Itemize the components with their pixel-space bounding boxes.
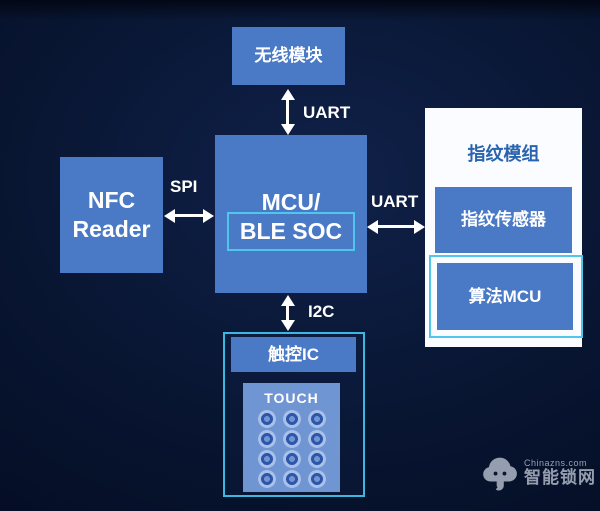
- i2c-label: I2C: [308, 302, 335, 321]
- watermark-brand-name: 智能锁网: [524, 467, 596, 487]
- keypad-ring-icon: [282, 410, 301, 428]
- keypad-ring-icon: [257, 410, 276, 428]
- touch-cluster-frame: 触控IC TOUCH: [223, 332, 365, 497]
- watermark-site-url: Chinazns.com: [524, 457, 588, 468]
- keypad-ring-icon: [282, 430, 301, 448]
- algo-mcu-highlight-frame: 算法MCU: [429, 255, 583, 338]
- touch-ic-box: 触控IC: [231, 337, 356, 372]
- spi-arrow: [175, 214, 203, 217]
- keypad-ring-icon: [307, 450, 326, 468]
- keypad-ring-icon: [257, 430, 276, 448]
- wireless-module-label: 无线模块: [254, 46, 323, 66]
- keypad-row: [257, 410, 326, 428]
- keypad-ring-icon: [282, 470, 301, 488]
- mcu-label: MCU/: [261, 189, 321, 215]
- ble-soc-label: BLE SOC: [239, 218, 343, 245]
- fingerprint-module-title: 指纹模组: [467, 144, 540, 164]
- touch-keypad-grid: [257, 410, 326, 488]
- keypad-ring-icon: [307, 410, 326, 428]
- algo-mcu-label: 算法MCU: [468, 286, 542, 306]
- touch-keypad-title: TOUCH: [264, 390, 319, 406]
- keypad-ring-icon: [307, 470, 326, 488]
- nfc-reader-line2: Reader: [72, 216, 151, 242]
- watermark-text: Chinazns.com 智能锁网: [524, 457, 596, 488]
- i2c-arrow: [286, 306, 289, 320]
- touch-ic-label: 触控IC: [268, 344, 319, 364]
- nfc-reader-line1: NFC: [87, 187, 136, 214]
- keypad-ring-icon: [257, 470, 276, 488]
- spi-label: SPI: [170, 177, 198, 196]
- keypad-row: [257, 450, 326, 468]
- keypad-row: [257, 470, 326, 488]
- touch-keypad: TOUCH: [243, 383, 340, 492]
- keypad-ring-icon: [282, 450, 301, 468]
- nfc-reader-box: NFC Reader: [60, 157, 163, 273]
- keypad-row: [257, 430, 326, 448]
- fingerprint-sensor-box: 指纹传感器: [435, 187, 572, 253]
- mcu-ble-soc-box: MCU/ BLE SOC: [215, 135, 367, 293]
- keypad-ring-icon: [307, 430, 326, 448]
- uart-top-label: UART: [303, 103, 351, 122]
- uart-right-label: UART: [371, 192, 419, 211]
- smart-lock-site-logo-icon: [483, 457, 517, 491]
- uart-top-arrow: [286, 100, 289, 124]
- watermark: Chinazns.com 智能锁网: [481, 452, 596, 494]
- algo-mcu-box: 算法MCU: [437, 263, 573, 330]
- fingerprint-sensor-label: 指纹传感器: [461, 210, 546, 230]
- keypad-ring-icon: [257, 450, 276, 468]
- wireless-module-box: 无线模块: [232, 27, 345, 85]
- ble-soc-highlight-frame: BLE SOC: [227, 212, 355, 251]
- fingerprint-module-panel: 指纹模组 指纹传感器 算法MCU: [425, 108, 583, 347]
- uart-right-arrow: [378, 225, 414, 228]
